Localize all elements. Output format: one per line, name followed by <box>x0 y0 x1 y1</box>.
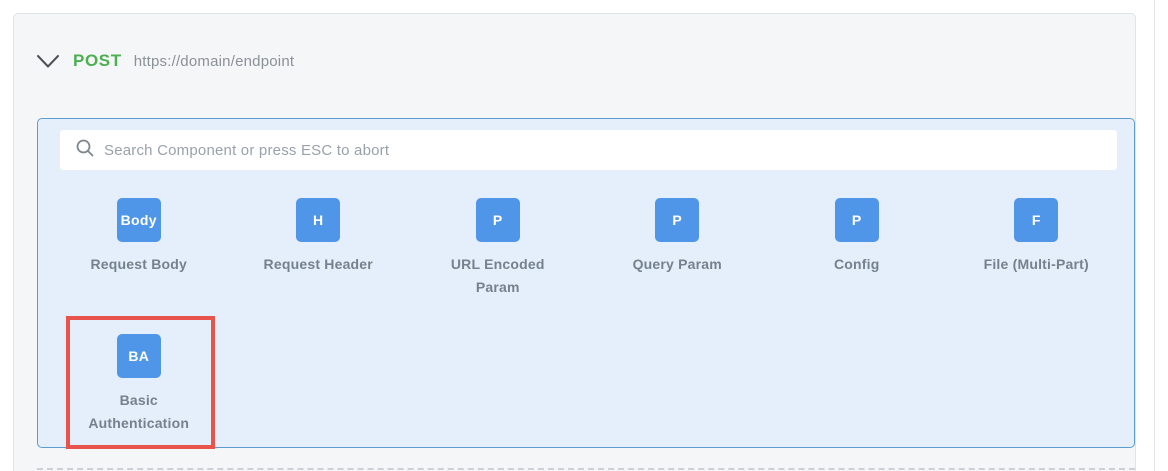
search-box[interactable] <box>60 130 1117 170</box>
component-label: Query Param <box>632 256 722 272</box>
component-item-basic-authentication[interactable]: BA Basic Authentication <box>49 334 229 470</box>
config-badge[interactable]: P <box>834 198 879 242</box>
component-label: Request Body <box>90 256 188 272</box>
component-item-request-body[interactable]: Body Request Body <box>49 198 229 334</box>
component-item-url-encoded-param[interactable]: P URL Encoded Param <box>408 198 588 334</box>
query-param-badge[interactable]: P <box>655 198 700 242</box>
basic-authentication-badge[interactable]: BA <box>116 334 161 378</box>
component-label: File (Multi-Part) <box>983 256 1089 272</box>
component-picker-panel: Body Request Body H Request Header P URL… <box>37 118 1135 449</box>
endpoint-card: POST https://domain/endpoint Body Reques… <box>13 13 1136 471</box>
component-item-query-param[interactable]: P Query Param <box>588 198 768 334</box>
chevron-down-icon[interactable] <box>37 54 59 68</box>
request-body-badge[interactable]: Body <box>116 198 161 242</box>
search-input[interactable] <box>104 141 1117 159</box>
file-multipart-badge[interactable]: F <box>1014 198 1059 242</box>
dashed-divider <box>37 468 1135 470</box>
search-icon <box>60 139 94 162</box>
component-label: Request Header <box>263 256 373 272</box>
endpoint-header[interactable]: POST https://domain/endpoint <box>37 50 294 72</box>
right-divider <box>1154 0 1155 471</box>
component-item-request-header[interactable]: H Request Header <box>229 198 409 334</box>
request-header-badge[interactable]: H <box>296 198 341 242</box>
url-encoded-param-badge[interactable]: P <box>475 198 520 242</box>
component-item-file-multipart[interactable]: F File (Multi-Part) <box>947 198 1127 334</box>
component-grid: Body Request Body H Request Header P URL… <box>49 198 1126 470</box>
http-method-label: POST <box>73 51 122 70</box>
component-label: Basic Authentication <box>88 392 190 431</box>
component-label: Config <box>833 256 880 272</box>
component-label: URL Encoded Param <box>450 256 545 295</box>
endpoint-url: https://domain/endpoint <box>133 52 295 70</box>
component-item-config[interactable]: P Config <box>767 198 947 334</box>
